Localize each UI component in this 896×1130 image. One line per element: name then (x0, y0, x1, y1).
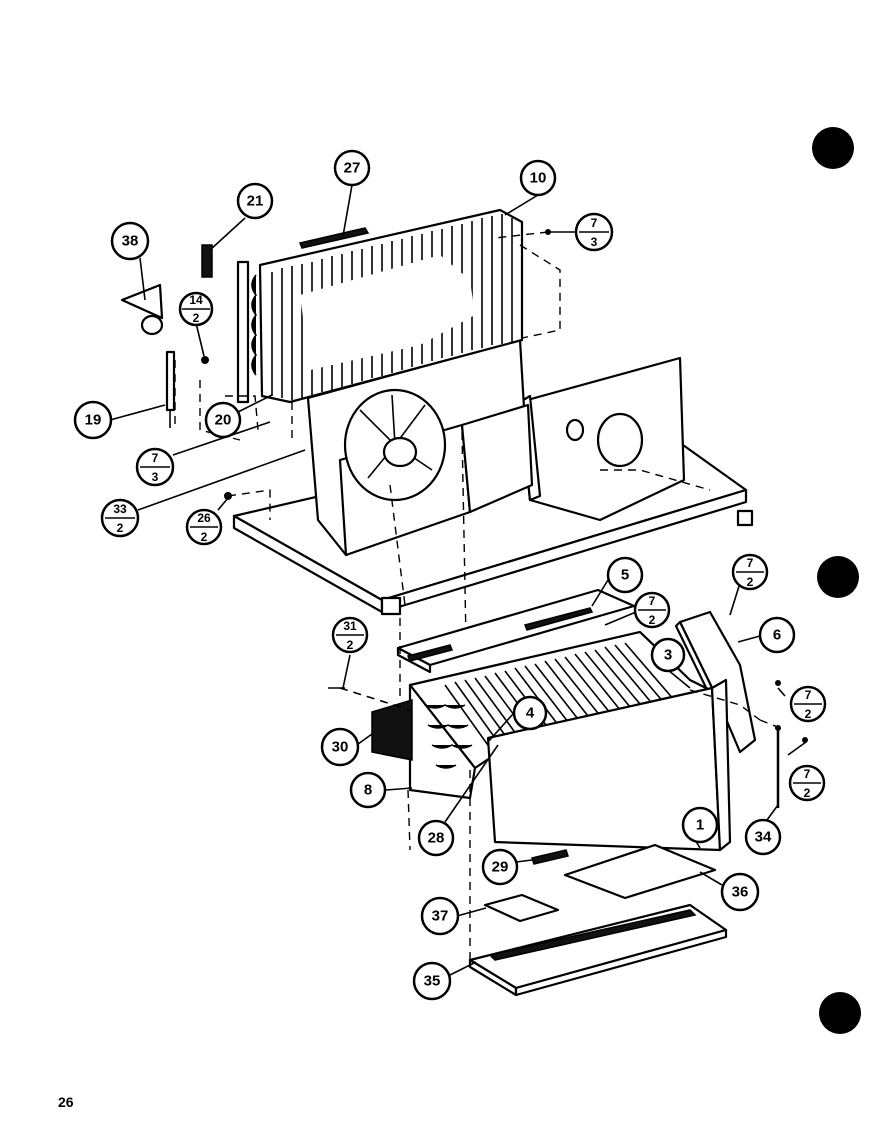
callout-7-3-top: 73 (574, 212, 614, 252)
svg-text:7: 7 (805, 688, 812, 702)
callout-34: 34 (744, 818, 782, 856)
binder-hole-bottom (819, 992, 861, 1034)
svg-text:37: 37 (432, 908, 449, 925)
svg-text:34: 34 (755, 829, 772, 846)
callout-35: 35 (412, 961, 452, 1001)
callout-31-2: 312 (331, 616, 369, 654)
svg-text:2: 2 (117, 521, 124, 535)
svg-text:38: 38 (122, 233, 139, 250)
callout-37: 37 (420, 896, 460, 936)
screw (775, 680, 781, 686)
svg-text:31: 31 (343, 619, 357, 633)
svg-text:4: 4 (526, 705, 535, 722)
callout-8: 8 (349, 771, 387, 809)
callout-36: 36 (720, 872, 760, 912)
part-36-panel (563, 843, 717, 900)
svg-text:1: 1 (696, 817, 704, 834)
callout-7-2-a: 72 (633, 591, 671, 629)
binder-hole-middle (817, 556, 859, 598)
svg-text:21: 21 (247, 193, 264, 210)
part-21-bracket (201, 244, 213, 278)
svg-text:35: 35 (424, 973, 441, 990)
callout-4: 4 (512, 695, 548, 731)
callout-38: 38 (110, 221, 150, 261)
callout-3: 3 (650, 637, 686, 673)
part-34-rod (775, 725, 781, 808)
svg-text:3: 3 (664, 647, 672, 664)
svg-text:7: 7 (152, 451, 159, 465)
callout-33-2: 332 (100, 498, 140, 538)
callout-14-2: 142 (178, 291, 214, 327)
part-19-tube (165, 350, 176, 428)
svg-text:19: 19 (85, 412, 102, 429)
callout-6: 6 (758, 616, 796, 654)
svg-text:28: 28 (428, 830, 445, 847)
svg-text:8: 8 (364, 782, 372, 799)
leader-lines (109, 184, 807, 977)
callout-21: 21 (236, 182, 274, 220)
svg-text:7: 7 (591, 216, 598, 230)
condenser-coil (236, 208, 524, 404)
svg-text:30: 30 (332, 739, 349, 756)
page-number: 26 (58, 1094, 74, 1110)
svg-text:2: 2 (804, 786, 811, 800)
svg-text:33: 33 (113, 502, 127, 516)
svg-text:2: 2 (201, 530, 208, 544)
callout-26-2: 262 (185, 508, 223, 546)
callout-7-2-c: 72 (789, 685, 827, 723)
callout-1: 1 (681, 806, 719, 844)
alignment-lines-upper (174, 231, 711, 641)
callout-19: 19 (73, 400, 113, 440)
binder-hole-top (812, 127, 854, 169)
part-1-front-panel (486, 678, 732, 852)
svg-text:7: 7 (649, 594, 656, 608)
callout-7-2-d: 72 (788, 764, 826, 802)
screw (802, 737, 808, 743)
callout-10: 10 (519, 159, 557, 197)
svg-text:2: 2 (649, 613, 656, 627)
svg-text:36: 36 (732, 884, 749, 901)
callout-5: 5 (606, 556, 644, 594)
screw (201, 356, 209, 364)
alignment-lines-lower (399, 618, 786, 960)
fan-shroud (306, 338, 534, 557)
callout-28: 28 (417, 819, 455, 857)
svg-text:10: 10 (530, 170, 547, 187)
svg-text:29: 29 (492, 859, 509, 876)
svg-text:5: 5 (621, 567, 629, 584)
svg-text:2: 2 (193, 311, 200, 325)
svg-text:26: 26 (197, 511, 211, 525)
part-38-clip (120, 283, 164, 336)
svg-text:6: 6 (773, 627, 781, 644)
part-35-drain-pan (468, 903, 728, 997)
callout-29: 29 (481, 848, 519, 886)
svg-text:14: 14 (189, 293, 203, 307)
svg-text:3: 3 (591, 235, 598, 249)
part-30-filter (371, 698, 413, 761)
svg-text:7: 7 (747, 556, 754, 570)
evaporator-coil (408, 630, 712, 800)
callout-27: 27 (333, 149, 371, 187)
part-29-strip (531, 849, 569, 865)
callout-20: 20 (204, 401, 242, 439)
callout-7-2-b: 72 (731, 553, 769, 591)
svg-text:27: 27 (344, 160, 361, 177)
part-5-top-cover (396, 588, 636, 674)
callout-7-3-left: 73 (135, 447, 175, 487)
part-37-panel (483, 893, 560, 923)
svg-text:2: 2 (805, 707, 812, 721)
callout-30: 30 (320, 727, 360, 767)
svg-text:2: 2 (347, 638, 354, 652)
part-31-screw (328, 687, 411, 711)
svg-text:7: 7 (804, 767, 811, 781)
svg-text:2: 2 (747, 575, 754, 589)
svg-text:3: 3 (152, 470, 159, 484)
svg-text:20: 20 (215, 412, 232, 429)
